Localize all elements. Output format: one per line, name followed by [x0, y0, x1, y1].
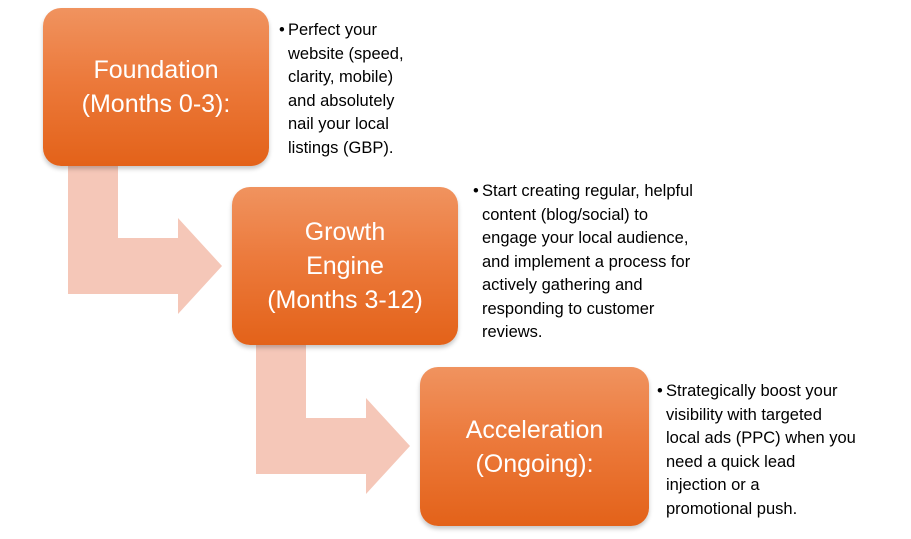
stage-box-growth-engine: Growth Engine (Months 3-12): [232, 187, 458, 345]
stage-box-foundation: Foundation (Months 0-3):: [43, 8, 269, 166]
connector-arrow-1-to-2: [68, 166, 222, 314]
stage-description-growth-engine: •Start creating regular, helpful content…: [473, 180, 772, 345]
description-text: Strategically boost your visibility with…: [666, 382, 856, 518]
description-text: Start creating regular, helpful content …: [482, 182, 693, 341]
stage-title-line: (Ongoing):: [475, 449, 594, 478]
stage-title-line: Foundation: [93, 56, 219, 84]
stage-title-line: Acceleration: [465, 415, 604, 444]
stage-title-line: (Months 3-12): [267, 286, 423, 314]
bullet-icon: •: [657, 382, 663, 400]
description-text: Perfect your website (speed, clarity, mo…: [288, 21, 404, 157]
stage-title-line: Growth: [304, 218, 386, 246]
bullet-icon: •: [473, 182, 479, 200]
stage-title-line: (Months 0-3):: [81, 90, 231, 118]
stage-title-line: Engine: [306, 252, 384, 280]
bullet-icon: •: [279, 21, 285, 39]
stage-description-foundation: •Perfect your website (speed, clarity, m…: [279, 19, 468, 160]
stage-box-acceleration: Acceleration (Ongoing):: [420, 367, 649, 526]
stage-description-acceleration: •Strategically boost your visibility wit…: [657, 380, 911, 521]
connector-arrow-2-to-3: [256, 345, 410, 494]
